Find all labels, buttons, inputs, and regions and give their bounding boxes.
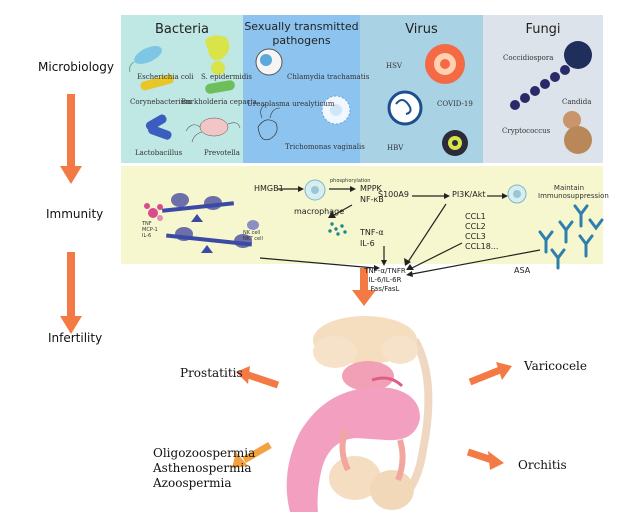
row-label-infertility: Infertility [48, 331, 103, 345]
sti-icons [255, 48, 351, 141]
sti-title-line2: pathogens [272, 34, 331, 47]
label-s-epidermidis: S. epidermidis [201, 73, 253, 81]
label-asa: ASA [514, 266, 531, 275]
label-nfkb: NF-κB [360, 195, 384, 204]
label-hmgb1: HMGB1 [254, 184, 284, 193]
label-prostatitis: Prostatitis [180, 366, 243, 380]
cytokine-labels: TNF MCP-1 IL-6 [142, 221, 158, 239]
label-targets: TNF-α/TNFR IL-6/IL-6R Fas/FasL [364, 267, 406, 293]
reproductive-anatomy [286, 316, 433, 512]
label-mppk: MPPK [360, 184, 382, 193]
label-tnfa: TNF-α [360, 228, 384, 237]
label-s100a9: S100A9 [378, 190, 409, 199]
label-trichomonas: Trichomonas vaginalis [285, 143, 365, 151]
label-maintain: Maintain Immunosuppression [538, 184, 609, 200]
fungi-title: Fungi [525, 22, 561, 37]
label-candida: Candida [562, 98, 592, 106]
label-hsv: HSV [386, 62, 402, 70]
nk-cell-labels: NK cell NKT cell [243, 230, 263, 242]
bacteria-title: Bacteria [154, 22, 210, 37]
label-corynebacterium: Corynebacterium [130, 98, 192, 106]
immunity-icons [144, 179, 527, 253]
oligo-arrow [232, 441, 272, 468]
down-arrow-1 [60, 94, 82, 184]
label-il6: IL-6 [360, 239, 375, 248]
varicocele-arrow [468, 362, 512, 386]
virus-icons [387, 44, 468, 156]
label-ecoli: Escherichia coli [137, 73, 194, 81]
virus-title: Virus [405, 22, 438, 37]
fungi-icons [510, 41, 592, 154]
label-hbv: HBV [387, 144, 404, 152]
label-cryptococcus: Cryptococcus [502, 127, 551, 135]
label-orchitis: Orchitis [518, 458, 567, 472]
label-varicocele: Varicocele [524, 359, 587, 373]
bacteria-icons [129, 35, 241, 143]
down-arrow-2 [60, 252, 82, 334]
row-label-immunity: Immunity [46, 207, 104, 221]
label-phosphorylation: phosphorylation [330, 178, 371, 184]
prostatitis-arrow [236, 366, 280, 389]
label-macrophage: macrophage [294, 207, 345, 216]
immunity-panel [121, 166, 603, 264]
orchitis-arrow [466, 448, 504, 470]
label-burkholderia: Burkholderia cepacia [181, 98, 257, 106]
label-ureaplasma: Ureaplasma urealyticum [247, 100, 335, 108]
label-ccl-list: CCL1 CCL2 CCL3 CCL18... [465, 212, 499, 251]
label-prevotella: Prevotella [204, 149, 240, 157]
row-label-microbiology: Microbiology [38, 60, 114, 74]
center-down-arrow [352, 268, 376, 306]
antibody-icons [538, 204, 604, 270]
label-chlamydia: Chlamydia trachamatis [287, 73, 370, 81]
label-sperm-conditions: Oligozoospermia Asthenospermia Azoosperm… [153, 446, 256, 490]
label-coccidiospora: Coccidiospora [503, 54, 554, 62]
label-pi3k: PI3K/Akt [452, 190, 486, 199]
label-covid19: COVID-19 [437, 100, 473, 108]
label-lactobacillus: Lactobacillus [135, 149, 183, 157]
sti-title-line1: Sexually transmitted [244, 20, 359, 33]
immunity-arrows [259, 186, 541, 277]
